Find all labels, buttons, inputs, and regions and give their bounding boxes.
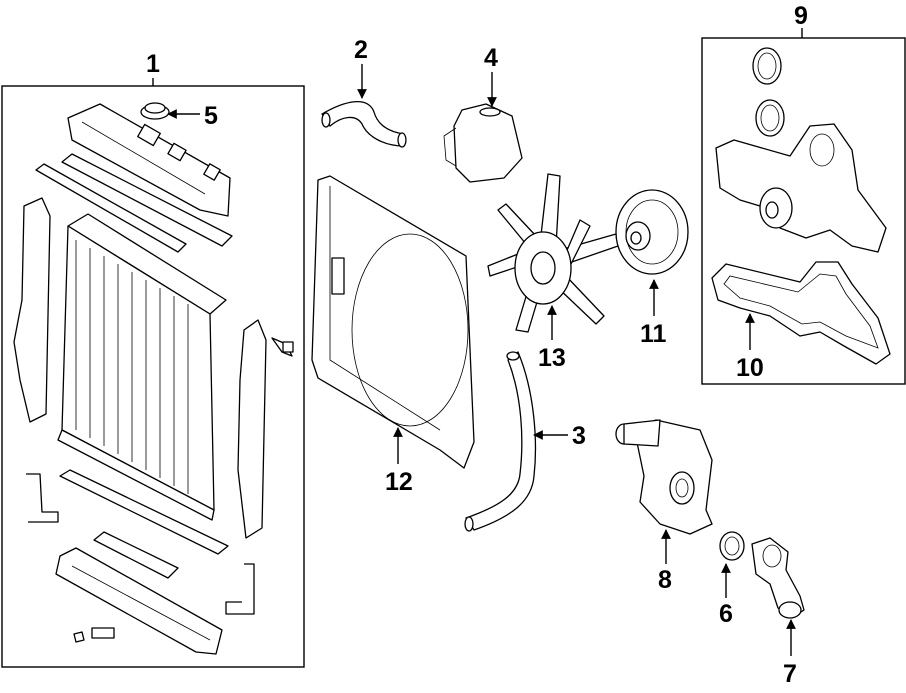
callout-9: 9 [794, 2, 808, 30]
callout-12: 12 [385, 468, 413, 496]
callout-1: 1 [146, 50, 160, 78]
coolant-reservoir [443, 103, 523, 183]
radiator-right-support [237, 319, 267, 539]
oil-cooler-tube [93, 531, 179, 579]
lower-tank-gasket [59, 469, 229, 555]
callout-5: 5 [204, 102, 218, 130]
radiator-upper-tank [67, 103, 231, 217]
upper-tank-gasket [61, 153, 233, 247]
water-inlet-housing [615, 419, 713, 535]
upper-seal-strip [35, 163, 187, 253]
fan-shroud [311, 175, 475, 469]
o-ring-upper [752, 47, 782, 85]
water-pump-group [701, 28, 906, 385]
callout-11: 11 [640, 320, 667, 348]
radiator-left-support [13, 197, 51, 423]
callout-6: 6 [719, 600, 733, 628]
callout-7: 7 [783, 660, 797, 688]
callout-3: 3 [572, 422, 586, 450]
drain-cock [73, 627, 115, 643]
radiator-assembly-group [1, 78, 305, 668]
water-outlet [751, 537, 805, 619]
lower-radiator-hose [464, 351, 537, 532]
callout-13: 13 [538, 344, 566, 372]
cooling-fan [487, 173, 619, 333]
thermostat-gasket [719, 531, 745, 561]
fan-clutch [615, 189, 689, 275]
callout-labels: 1 2 3 4 5 6 7 8 9 10 11 12 13 [146, 2, 808, 688]
lower-right-seal [225, 563, 255, 615]
lower-left-seal [26, 473, 59, 523]
water-pump-gasket [711, 261, 891, 365]
radiator-cap [140, 102, 170, 120]
callout-2: 2 [354, 36, 368, 64]
water-pump-group-frame [701, 37, 906, 385]
callout-4: 4 [484, 44, 498, 72]
callout-8: 8 [658, 566, 672, 594]
radiator-core [57, 213, 227, 521]
radiator-bracket-bolt [271, 337, 294, 357]
water-pump [715, 123, 887, 253]
radiator-lower-tank [55, 547, 223, 655]
o-ring-lower [755, 99, 785, 137]
callout-10: 10 [736, 354, 764, 382]
upper-radiator-hose [321, 100, 407, 148]
